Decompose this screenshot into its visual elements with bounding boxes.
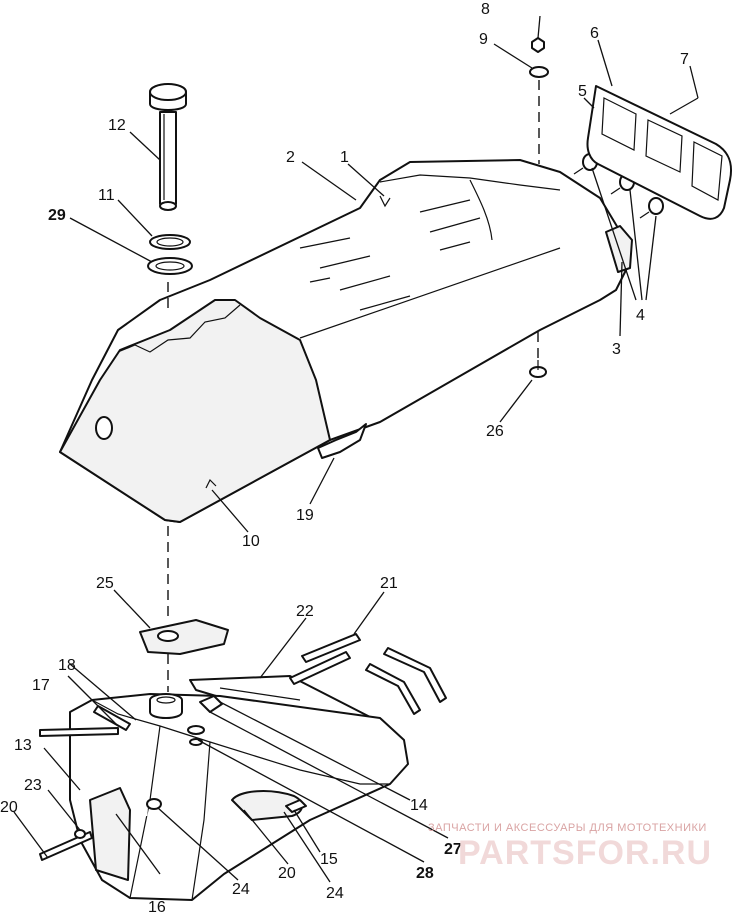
label-28: 28 <box>416 865 434 882</box>
label-15: 15 <box>320 851 338 868</box>
label-5: 5 <box>578 83 587 100</box>
label-4: 4 <box>636 307 645 324</box>
label-7: 7 <box>680 51 689 68</box>
gas-cap-assembly <box>147 83 193 275</box>
label-27: 27 <box>444 841 462 858</box>
straps <box>289 633 447 715</box>
label-2: 2 <box>286 149 295 166</box>
label-24-right: 24 <box>326 885 344 902</box>
label-21: 21 <box>380 575 398 592</box>
fuel-tank <box>39 693 409 901</box>
label-13: 13 <box>14 737 32 754</box>
seat-cover <box>59 159 633 523</box>
watermark: ЗАПЧАСТИ И АКСЕССУАРЫ ДЛЯ МОТОТЕХНИКИ PA… <box>428 822 712 872</box>
label-23: 23 <box>24 777 42 794</box>
label-11: 11 <box>98 187 115 204</box>
taillight-gasket <box>586 85 732 220</box>
label-18: 18 <box>58 657 76 674</box>
label-22: 22 <box>296 603 314 620</box>
fasteners <box>529 37 664 378</box>
label-1: 1 <box>340 149 349 166</box>
label-20-left: 20 <box>0 799 18 816</box>
foam-pad <box>139 619 229 655</box>
label-17: 17 <box>32 677 50 694</box>
label-12: 12 <box>108 117 126 134</box>
label-29: 29 <box>48 207 66 224</box>
label-24-left: 24 <box>232 881 250 898</box>
watermark-brand: PARTSFOR.RU <box>458 834 712 872</box>
label-26: 26 <box>486 423 504 440</box>
label-14: 14 <box>410 797 428 814</box>
label-19: 19 <box>296 507 314 524</box>
label-16: 16 <box>148 899 166 914</box>
label-8: 8 <box>481 1 490 18</box>
label-9: 9 <box>479 31 488 48</box>
leader-lines <box>13 15 699 883</box>
label-3: 3 <box>612 341 621 358</box>
label-20-right: 20 <box>278 865 296 882</box>
label-25: 25 <box>96 575 114 592</box>
watermark-tagline: ЗАПЧАСТИ И АКСЕССУАРЫ ДЛЯ МОТОТЕХНИКИ <box>428 822 707 834</box>
assembly-lines <box>167 80 540 692</box>
callout-labels: 8 9 6 7 5 12 2 1 11 29 4 3 26 19 10 25 2… <box>0 1 689 914</box>
label-10: 10 <box>242 533 260 550</box>
label-6: 6 <box>590 25 599 42</box>
